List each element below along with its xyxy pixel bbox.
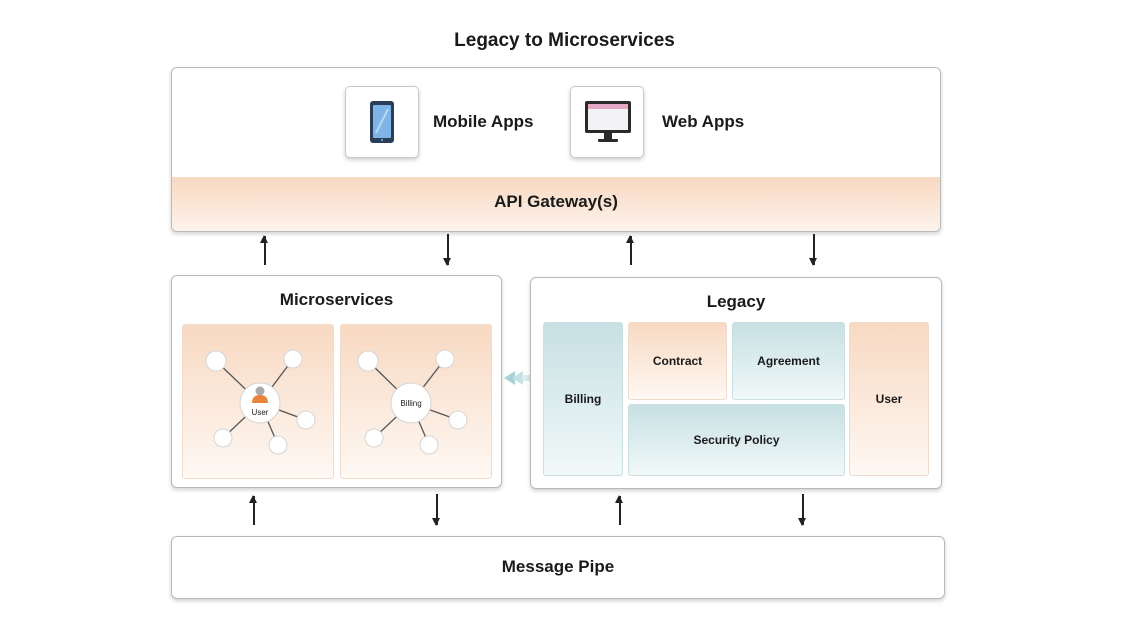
migration-arrow-icon bbox=[504, 371, 531, 385]
microservices-box: Microservices User bbox=[171, 275, 502, 488]
legacy-user-module: User bbox=[849, 322, 929, 476]
service-node bbox=[283, 349, 303, 369]
user-service-panel: User bbox=[182, 324, 334, 479]
arrow-up-icon bbox=[616, 495, 622, 525]
legacy-billing-module: Billing bbox=[543, 322, 623, 476]
smartphone-icon bbox=[370, 101, 394, 143]
web-app-tile bbox=[570, 86, 644, 158]
diagram-title: Legacy to Microservices bbox=[454, 30, 675, 51]
web-apps-label: Web Apps bbox=[662, 112, 745, 131]
user-icon bbox=[252, 386, 268, 403]
billing-service-graph: Billing bbox=[357, 349, 468, 455]
mobile-app-tile bbox=[345, 86, 419, 158]
legacy-security-policy-module: Security Policy bbox=[628, 404, 845, 476]
service-node bbox=[268, 435, 288, 455]
client-layer: Mobile Apps Web Apps API Gateway(s) bbox=[171, 67, 941, 232]
arrow-up-icon bbox=[250, 495, 256, 525]
message-pipe-label: Message Pipe bbox=[501, 557, 615, 576]
service-node bbox=[419, 435, 439, 455]
legacy-box: Legacy Billing Contract Agreement Securi… bbox=[530, 277, 942, 489]
service-node bbox=[364, 428, 384, 448]
billing-service-panel: Billing bbox=[340, 324, 492, 479]
service-node bbox=[357, 350, 379, 372]
arrow-down-icon bbox=[810, 234, 816, 266]
arrow-up-icon bbox=[261, 235, 267, 265]
user-service-label: User bbox=[252, 408, 269, 417]
arrow-down-icon bbox=[444, 234, 450, 266]
legacy-agreement-module: Agreement bbox=[732, 322, 845, 400]
service-node bbox=[435, 349, 455, 369]
service-node bbox=[205, 350, 227, 372]
arrow-down-icon bbox=[799, 494, 805, 526]
service-node bbox=[213, 428, 233, 448]
billing-service-label: Billing bbox=[400, 399, 421, 408]
monitor-icon bbox=[585, 101, 631, 142]
arrow-down-icon bbox=[433, 494, 439, 526]
message-pipe: Message Pipe bbox=[171, 536, 945, 599]
arrow-up-icon bbox=[627, 235, 633, 265]
legacy-title: Legacy bbox=[706, 292, 766, 311]
service-node bbox=[448, 410, 468, 430]
user-service-graph: User bbox=[205, 349, 316, 455]
service-node bbox=[296, 410, 316, 430]
legacy-contract-module: Contract bbox=[628, 322, 727, 400]
microservices-title: Microservices bbox=[279, 290, 394, 309]
api-gateway: API Gateway(s) bbox=[172, 177, 940, 231]
mobile-apps-label: Mobile Apps bbox=[433, 112, 534, 131]
billing-service-hub bbox=[390, 382, 432, 424]
